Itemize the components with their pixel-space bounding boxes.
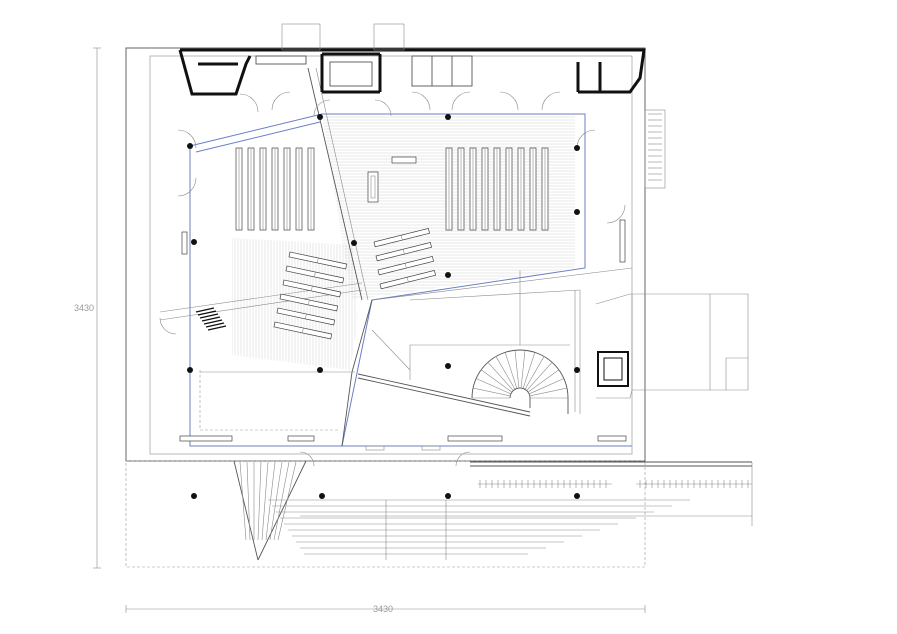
height-dimension-label: 3430 [74,303,95,313]
spiral-staircase [471,349,569,414]
column [317,114,323,120]
bench [377,256,434,276]
bench [288,251,348,270]
bench [279,293,339,312]
column [191,493,197,499]
column [574,209,580,215]
bench [282,279,342,298]
column [574,493,580,499]
bench [276,307,336,326]
pews-right-block [445,147,549,231]
glass-enclosure [189,113,632,447]
east-annex [595,109,749,399]
column [445,363,451,369]
outer-building-outline [125,47,646,462]
column [187,367,193,373]
column [187,143,193,149]
benches-lower-right [373,228,436,290]
elevator-shaft [597,351,629,387]
sanctuary-floor-hatch [232,114,575,370]
column [351,240,357,246]
entrance-terrace [233,460,753,561]
altar [367,156,417,203]
bench [285,265,345,284]
column [191,239,197,245]
column [574,367,580,373]
bench [379,270,436,290]
width-dimension-label: 3430 [373,604,394,614]
dimension-lines [93,47,646,613]
column [445,272,451,278]
door-swings [159,91,626,467]
benches-lower-left [273,251,348,340]
interior-guide-lines [125,55,646,568]
pews-left-block [235,147,315,231]
column [445,114,451,120]
columns [187,114,580,499]
column [319,493,325,499]
column [317,367,323,373]
structural-lines [159,67,633,447]
column [445,493,451,499]
bench [375,242,432,262]
column [574,145,580,151]
bench [273,321,333,340]
wall-benches [179,219,627,451]
north-service-block [178,23,646,96]
bench [373,228,430,248]
